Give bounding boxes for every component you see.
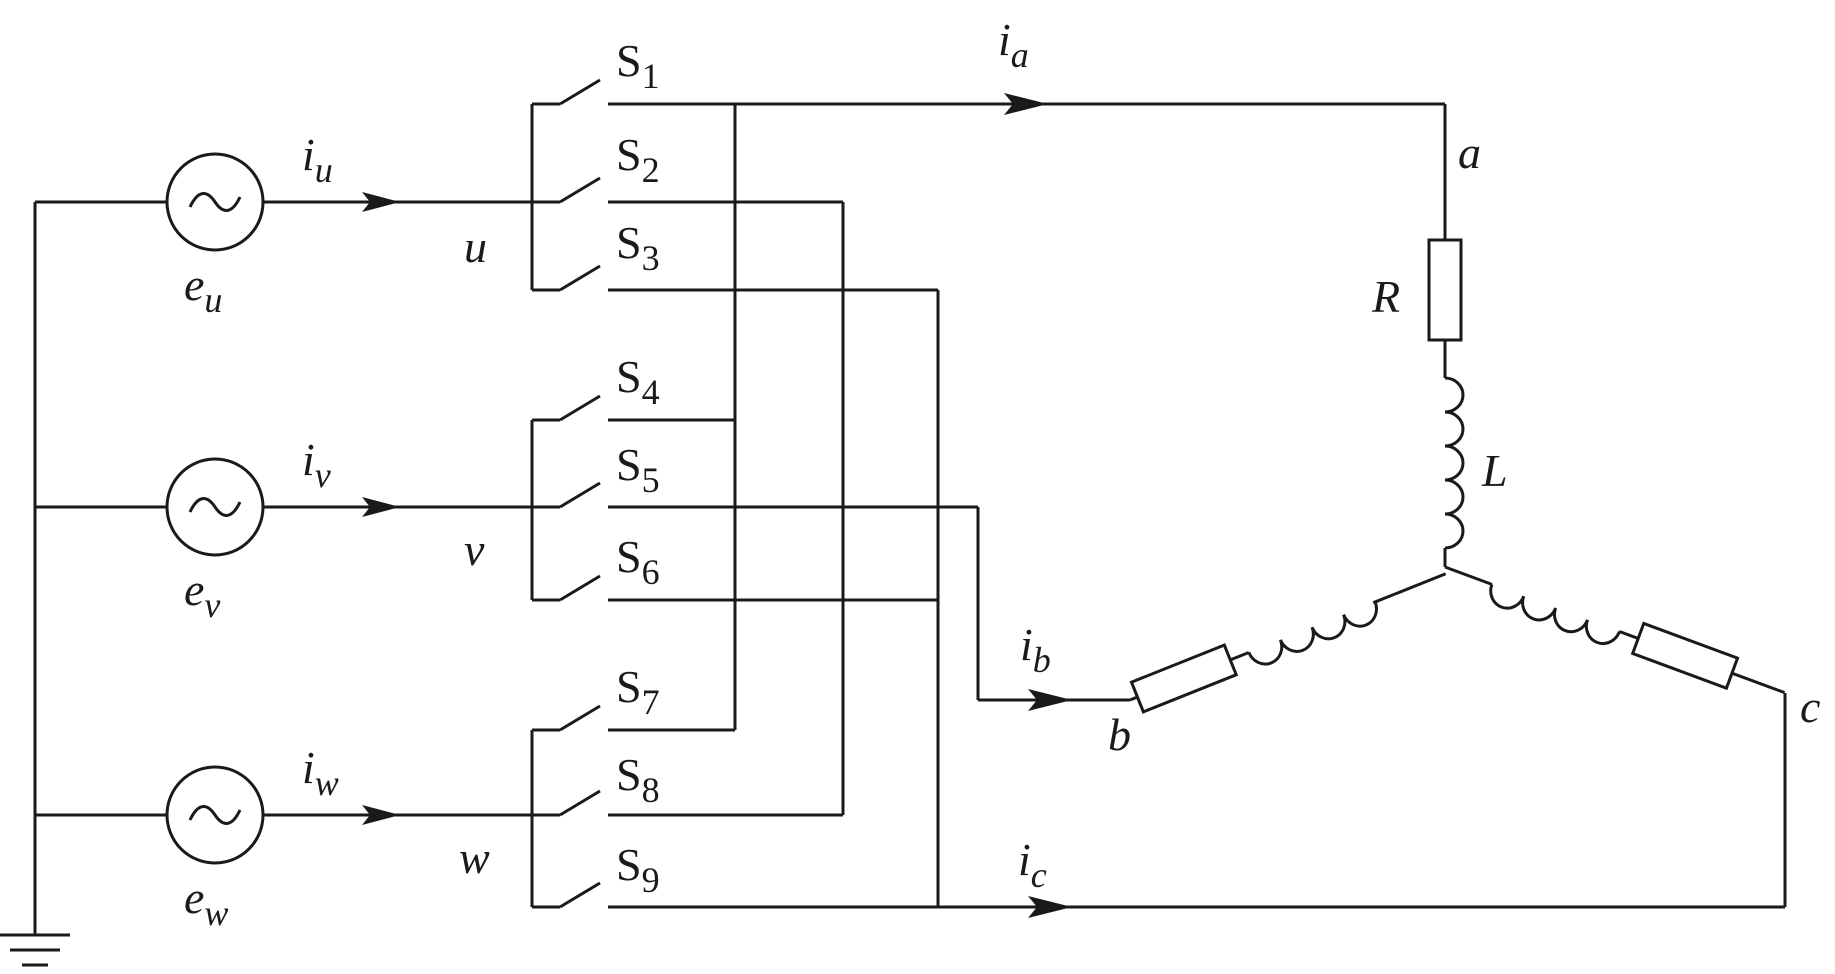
emf-label-u: eu xyxy=(184,259,222,320)
current-label-u: iu xyxy=(302,129,333,190)
current-label-a: ia xyxy=(998,14,1029,75)
switch-label-s3: S3 xyxy=(616,217,660,278)
inductor-b xyxy=(1247,601,1378,666)
switch-group-w xyxy=(530,704,601,909)
switch-label-s9: S9 xyxy=(616,839,660,900)
sine-icon xyxy=(188,192,242,212)
switch-label-s6: S6 xyxy=(616,531,660,592)
sine-icon xyxy=(188,805,242,825)
source-v xyxy=(35,457,560,557)
current-label-v: iv xyxy=(302,434,331,495)
inductor-c xyxy=(1489,583,1621,645)
resistor-a xyxy=(1427,238,1463,342)
load-branch-c xyxy=(1444,565,1786,694)
terminal-label-c: c xyxy=(1800,681,1820,732)
resistor-label: R xyxy=(1371,271,1400,322)
node-label-w: w xyxy=(459,832,490,883)
resistor-b xyxy=(1129,643,1239,714)
sine-icon xyxy=(188,497,242,517)
switch-label-s8: S8 xyxy=(616,749,660,810)
inductor-a xyxy=(1444,376,1465,550)
resistor-c xyxy=(1630,621,1740,691)
switch-group-v xyxy=(530,394,601,602)
load-branch-b xyxy=(1112,572,1447,714)
source-u xyxy=(35,152,560,252)
node-label-v: v xyxy=(464,524,485,575)
switch-label-s7: S7 xyxy=(616,661,660,722)
load-branch-a xyxy=(1427,104,1465,567)
source-w xyxy=(35,765,560,865)
bus-c xyxy=(608,288,1787,918)
terminal-label-b: b xyxy=(1108,709,1131,760)
current-label-w: iw xyxy=(302,742,339,803)
bus-a xyxy=(608,93,1445,732)
switch-label-s1: S1 xyxy=(616,35,660,96)
switch-label-s5: S5 xyxy=(616,439,660,500)
switch-group-u xyxy=(530,78,601,292)
current-label-b: ib xyxy=(1020,619,1051,680)
bus-b xyxy=(608,200,1112,817)
switch-label-s4: S4 xyxy=(616,351,660,412)
inductor-label: L xyxy=(1481,445,1508,496)
ground xyxy=(0,202,70,967)
node-label-u: u xyxy=(464,221,487,272)
terminal-label-a: a xyxy=(1458,127,1481,178)
emf-label-w: ew xyxy=(184,872,228,933)
current-label-c: ic xyxy=(1018,834,1047,895)
emf-label-v: ev xyxy=(184,564,220,625)
switch-label-s2: S2 xyxy=(616,129,660,190)
